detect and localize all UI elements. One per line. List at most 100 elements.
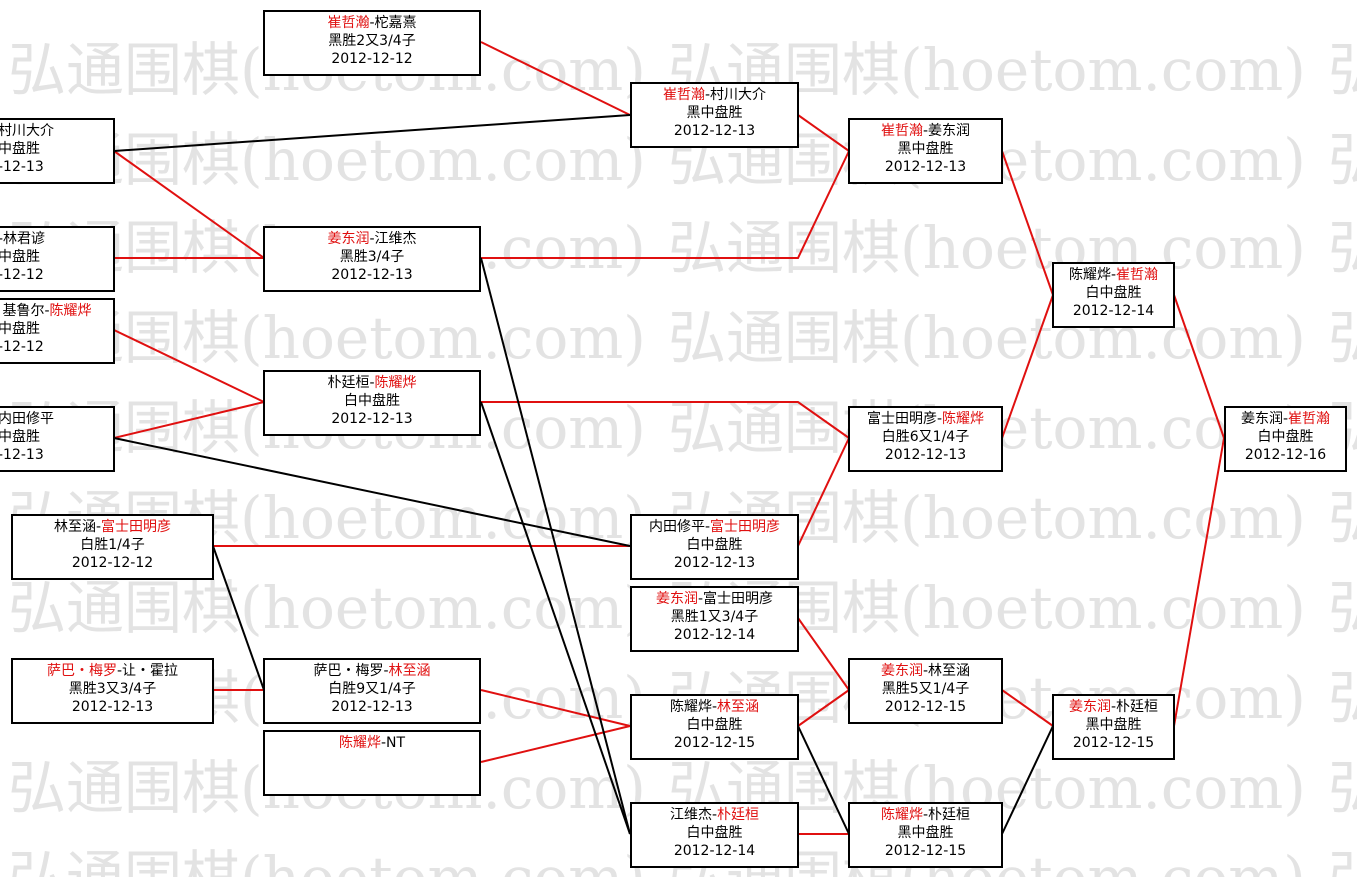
match-players: 姜东润-江维杰 (327, 231, 417, 247)
match-players: 陈耀烨-崔哲瀚 (1068, 267, 1159, 283)
match-players: 富士田明彦-陈耀烨 (866, 411, 985, 427)
loser-name: 柁嘉熹 (374, 15, 417, 31)
winner-name: 崔哲瀚 (1288, 411, 1331, 427)
match-players: 崔哲瀚-柁嘉熹 (327, 15, 417, 31)
match-box-m22[interactable]: 江维杰-朴廷桓 白中盘胜 2012-12-14 (630, 802, 799, 868)
winner-name: 陈耀烨 (942, 411, 985, 427)
loser-name: 村川大介 (710, 87, 767, 103)
match-box-m11[interactable]: 姜东润-崔哲瀚 白中盘胜 2012-12-16 (1224, 406, 1347, 472)
match-date: 2012-12-14 (673, 843, 756, 859)
match-result: 中盘胜 (0, 321, 40, 337)
loser-name: 江维杰 (669, 807, 712, 823)
connector-m12-m9 (113, 401, 265, 439)
match-date: 2012-12-15 (1072, 735, 1155, 751)
loser-name: 林至涵 (928, 663, 971, 679)
match-date: 2012-12-13 (71, 699, 154, 715)
match-box-m8[interactable]: 基鲁尔-陈耀烨 中盘胜 -12-12 (0, 298, 115, 364)
match-box-m6[interactable]: 姜东润-江维杰 黑胜3/4子 2012-12-13 (263, 226, 481, 292)
match-result: 中盘胜 (0, 249, 40, 265)
match-date: 2012-12-13 (884, 159, 967, 175)
match-players: 崔哲瀚-村川大介 (662, 87, 767, 103)
winner-name: 崔哲瀚 (327, 15, 370, 31)
match-date: -12-12 (0, 339, 44, 355)
match-box-m4[interactable]: 村川大介 中盘胜 -12-13 (0, 118, 115, 184)
connector-m20-m11 (1173, 437, 1225, 727)
match-players: 姜东润-林至涵 (880, 663, 971, 679)
match-result: 白中盘胜 (686, 825, 743, 841)
match-box-m13[interactable]: 林至涵-富士田明彦 白胜1/4子 2012-12-12 (11, 514, 214, 580)
match-players: 内田修平 (0, 410, 113, 428)
connector-m9-m22 (480, 401, 631, 835)
connector-m9-m10 (481, 401, 850, 439)
match-date: 2012-12-13 (884, 447, 967, 463)
match-box-m14[interactable]: 内田修平-富士田明彦 白中盘胜 2012-12-13 (630, 514, 799, 580)
player-names: -林君谚 (0, 231, 46, 247)
loser-name: 陈耀烨 (669, 699, 712, 715)
winner-name: 陈耀烨 (880, 807, 923, 823)
match-result: 白胜9又1/4子 (328, 681, 416, 697)
match-box-m21[interactable]: 陈耀烨-NT (263, 730, 481, 796)
match-box-m5[interactable]: -林君谚 中盘胜 -12-12 (0, 226, 115, 292)
connector-m14-m10 (797, 437, 850, 547)
winner-name: 崔哲瀚 (1116, 267, 1159, 283)
loser-name: 让・霍拉 (122, 663, 179, 679)
match-box-m17[interactable]: 萨巴・梅罗-林至涵 白胜9又1/4子 2012-12-13 (263, 658, 481, 724)
match-box-m9[interactable]: 朴廷桓-陈耀烨 白中盘胜 2012-12-13 (263, 370, 481, 436)
match-date: 2012-12-12 (331, 51, 413, 67)
loser-name: 基鲁尔 (2, 303, 45, 319)
match-date: 2012-12-13 (673, 123, 756, 139)
loser-name: 江维杰 (374, 231, 417, 247)
connector-m3-m7 (1001, 150, 1054, 296)
match-box-m1[interactable]: 崔哲瀚-柁嘉熹 黑胜2又3/4子 2012-12-12 (263, 10, 481, 76)
connector-m6-m3 (481, 150, 850, 259)
connector-m4-m2 (113, 114, 631, 152)
loser-name: 朴廷桓 (1116, 699, 1159, 715)
match-date: 2012-12-13 (331, 267, 413, 283)
match-box-m23[interactable]: 陈耀烨-朴廷桓 黑中盘胜 2012-12-15 (848, 802, 1003, 868)
loser-name: 内田修平 (648, 519, 705, 535)
match-date (265, 770, 479, 788)
match-result: 中盘胜 (0, 429, 40, 445)
match-box-m20[interactable]: 姜东润-朴廷桓 黑中盘胜 2012-12-15 (1052, 694, 1175, 760)
match-players: 萨巴・梅罗-让・霍拉 (46, 663, 179, 679)
connector-m18-m20 (1001, 689, 1054, 727)
match-box-m18[interactable]: 姜东润-林至涵 黑胜5又1/4子 2012-12-15 (848, 658, 1003, 724)
connector-m10-m7 (1001, 294, 1054, 439)
match-result: 黑胜3又3/4子 (68, 681, 157, 697)
match-date: 2012-12-12 (71, 555, 154, 571)
match-box-m12[interactable]: 内田修平 中盘胜 -12-13 (0, 406, 115, 472)
match-box-m7[interactable]: 陈耀烨-崔哲瀚 白中盘胜 2012-12-14 (1052, 262, 1175, 328)
loser-name: 陈耀烨 (1068, 267, 1111, 283)
match-box-m2[interactable]: 崔哲瀚-村川大介 黑中盘胜 2012-12-13 (630, 82, 799, 148)
match-box-m19[interactable]: 陈耀烨-林至涵 白中盘胜 2012-12-15 (630, 694, 799, 760)
loser-name: 萨巴・梅罗 (313, 663, 384, 679)
winner-name: 崔哲瀚 (662, 87, 705, 103)
match-box-m10[interactable]: 富士田明彦-陈耀烨 白胜6又1/4子 2012-12-13 (848, 406, 1003, 472)
match-box-m15[interactable]: 姜东润-富士田明彦 黑胜1又3/4子 2012-12-14 (630, 586, 799, 652)
match-players: 陈耀烨-林至涵 (669, 699, 760, 715)
match-box-m16[interactable]: 萨巴・梅罗-让・霍拉 黑胜3又3/4子 2012-12-13 (11, 658, 214, 724)
match-result: 白胜6又1/4子 (881, 429, 970, 445)
match-players: -林君谚 (0, 230, 113, 248)
match-date: 2012-12-14 (1072, 303, 1155, 319)
connector-m1-m2 (480, 41, 631, 116)
match-players: 林至涵-富士田明彦 (53, 519, 172, 535)
match-date: 2012-12-14 (673, 627, 756, 643)
match-players: 陈耀烨-朴廷桓 (880, 807, 971, 823)
match-players: 村川大介 (0, 122, 113, 140)
winner-name: 林至涵 (717, 699, 760, 715)
connector-m13-m17 (212, 545, 265, 691)
winner-name: 富士田明彦 (710, 519, 781, 535)
match-box-m3[interactable]: 崔哲瀚-姜东润 黑中盘胜 2012-12-13 (848, 118, 1003, 184)
match-players: 姜东润-朴廷桓 (1068, 699, 1159, 715)
connector-m7-m11 (1173, 294, 1225, 439)
match-date: -12-13 (0, 159, 44, 175)
winner-name: 富士田明彦 (101, 519, 172, 535)
winner-name: 姜东润 (880, 663, 923, 679)
match-result: 黑胜1又3/4子 (670, 609, 759, 625)
loser-name: 富士田明彦 (866, 411, 937, 427)
match-date: 2012-12-13 (331, 699, 413, 715)
match-date: 2012-12-16 (1244, 447, 1327, 463)
loser-name: 朴廷桓 (928, 807, 971, 823)
